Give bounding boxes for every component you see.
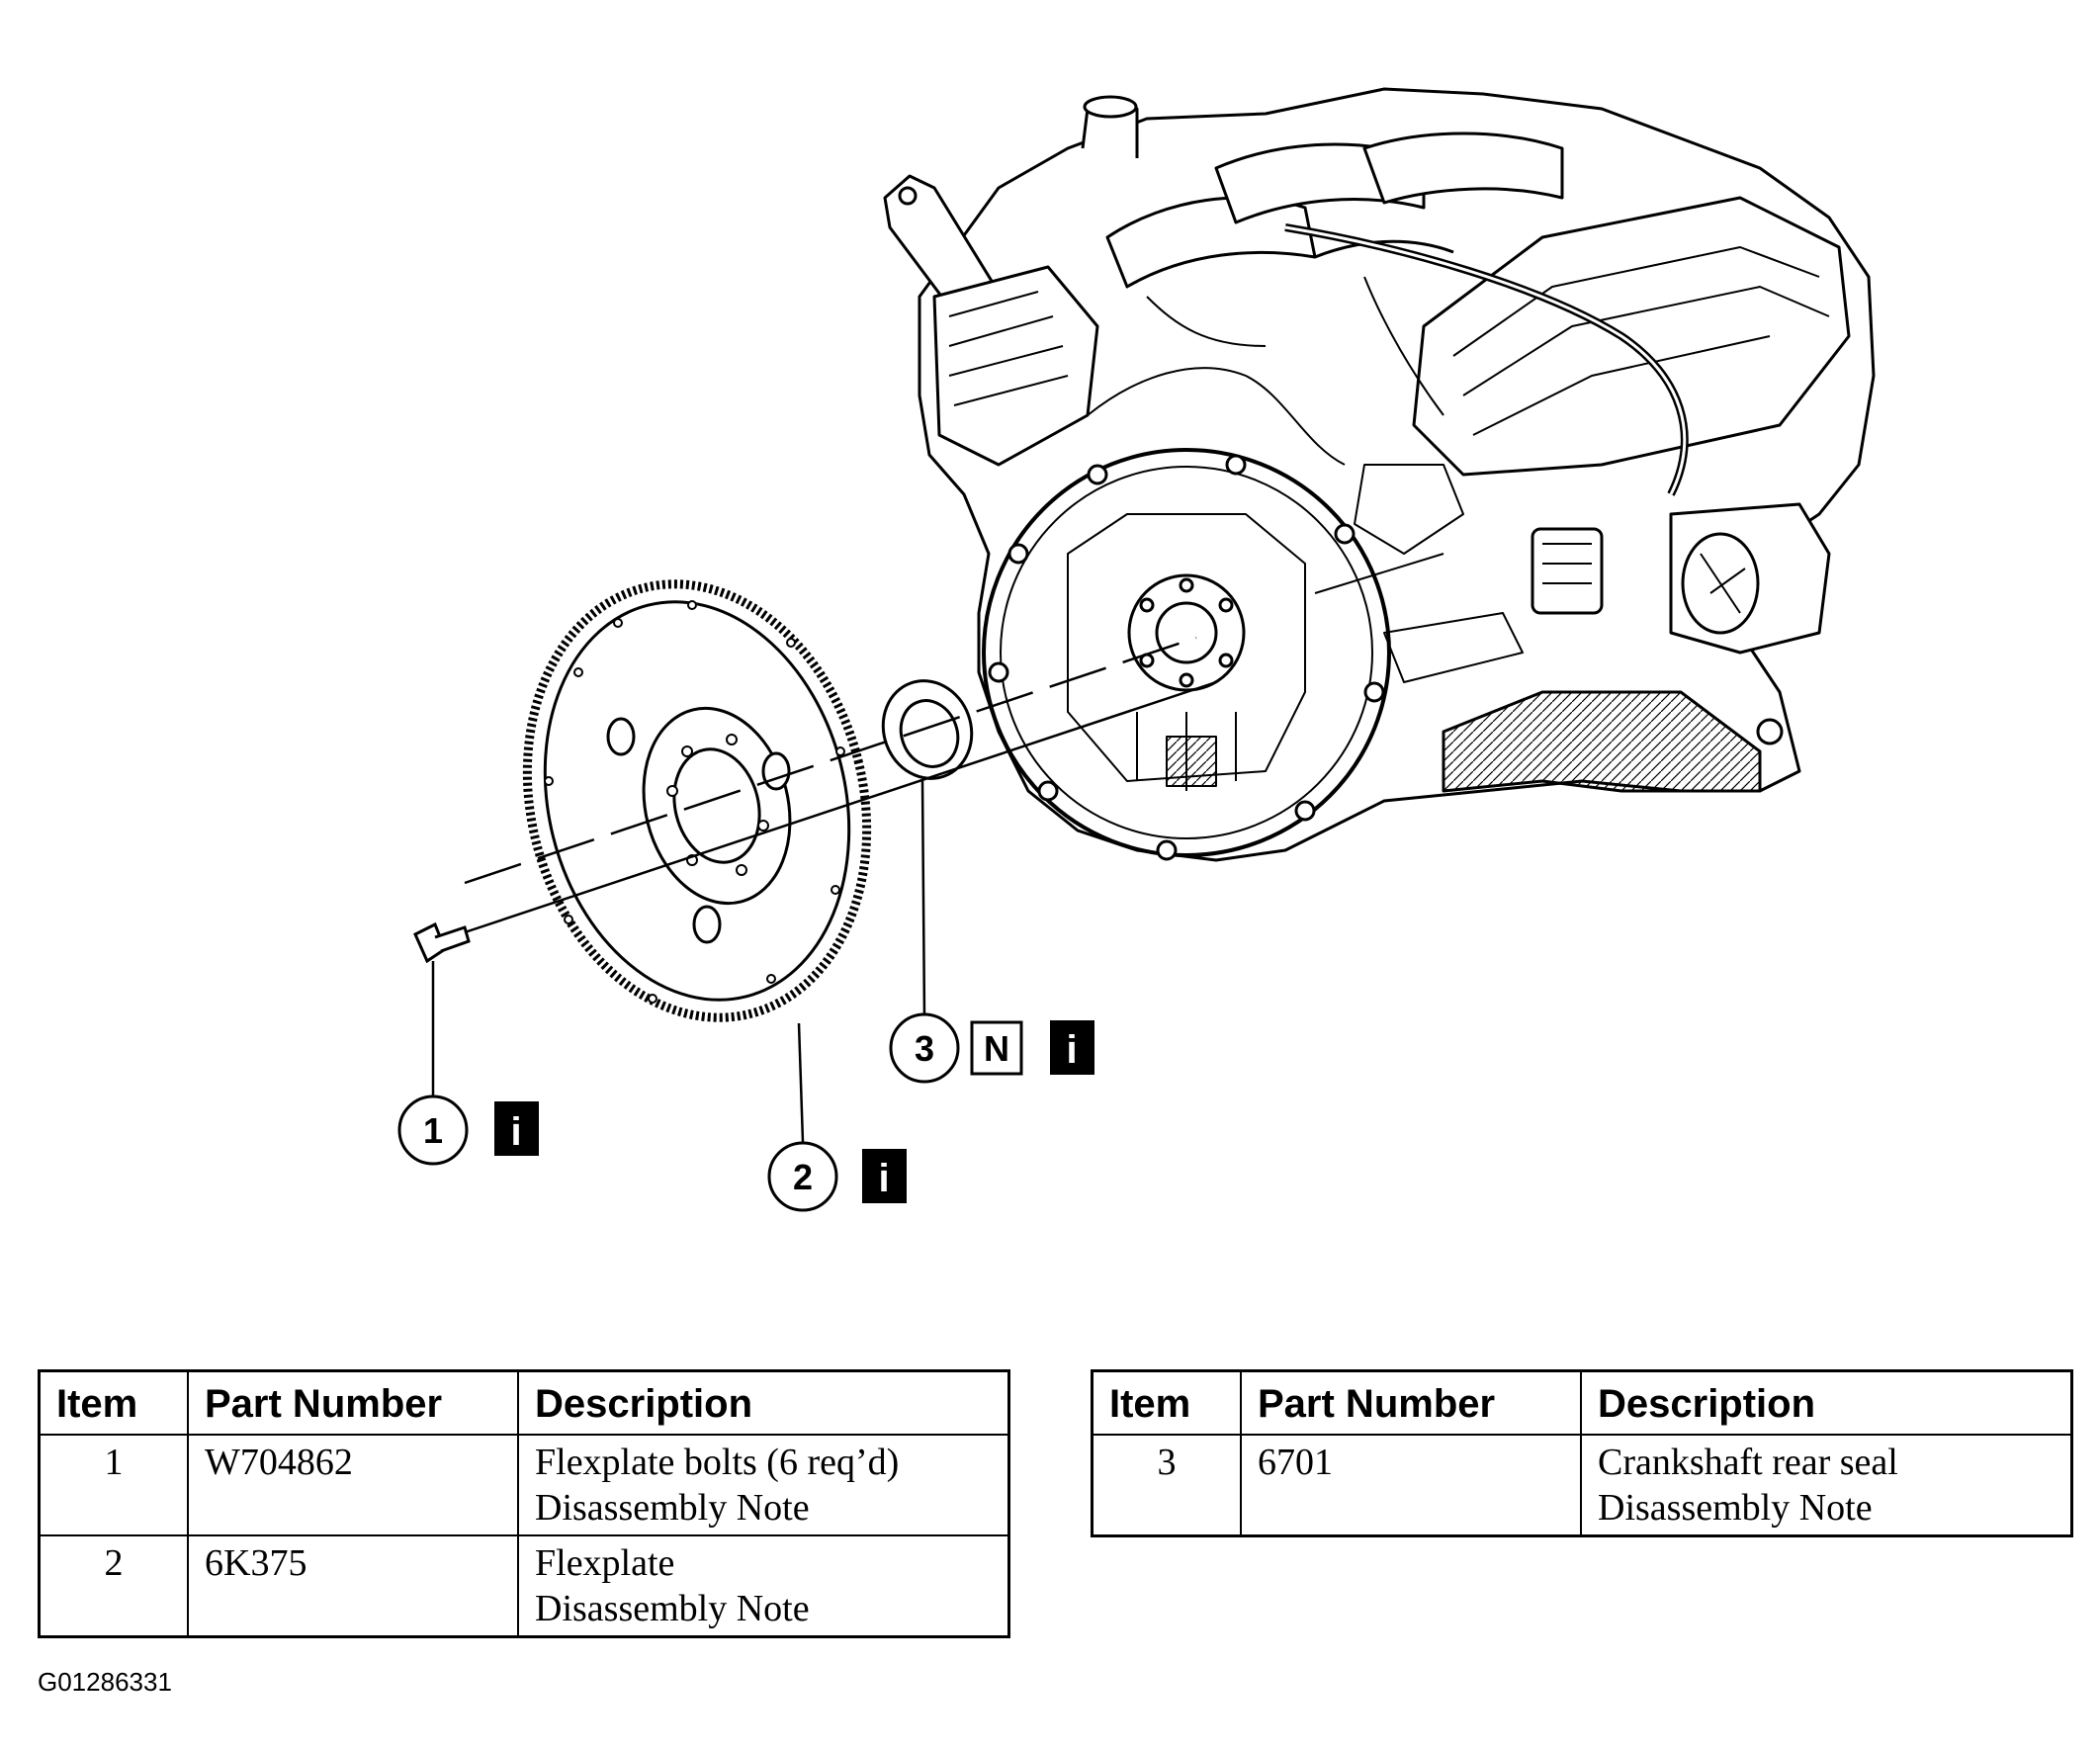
table-row: 2 6K375 Flexplate Disassembly Note: [38, 1534, 1010, 1638]
table-header-row: Item Part Number Description: [38, 1369, 1010, 1436]
description-line: Crankshaft rear seal: [1598, 1442, 1898, 1483]
rear-seal-illustration: [881, 679, 974, 780]
table-row: 1 W704862 Flexplate bolts (6 req’d) Disa…: [38, 1434, 1010, 1536]
callout-1: 1 i: [397, 1094, 539, 1166]
info-icon-label: i: [878, 1157, 889, 1200]
info-icon: [862, 1149, 907, 1203]
description-cell: Flexplate bolts (6 req’d) Disassembly No…: [517, 1434, 1010, 1536]
description-cell: Flexplate Disassembly Note: [517, 1534, 1010, 1638]
disassembly-note-link[interactable]: Disassembly Note: [1598, 1487, 1873, 1529]
table-header-row: Item Part Number Description: [1091, 1369, 2073, 1436]
disassembly-note-link[interactable]: Disassembly Note: [535, 1487, 810, 1529]
description-line: Flexplate bolts (6 req’d): [535, 1442, 900, 1483]
parts-table-left: Item Part Number Description 1 W704862 F…: [38, 1369, 1010, 1638]
item-cell: 3: [1091, 1434, 1242, 1537]
flexplate-illustration: [522, 579, 872, 1022]
callout-number: 3: [915, 1028, 934, 1069]
column-header-item: Item: [38, 1369, 189, 1436]
part-number-cell: 6K375: [187, 1534, 519, 1638]
info-icon: [1050, 1020, 1094, 1075]
column-header-part-number: Part Number: [187, 1369, 519, 1436]
column-header-part-number: Part Number: [1240, 1369, 1582, 1436]
description-cell: Crankshaft rear seal Disassembly Note: [1580, 1434, 2073, 1537]
part-number-cell: 6701: [1240, 1434, 1582, 1537]
column-header-description: Description: [1580, 1369, 2073, 1436]
item-cell: 2: [38, 1534, 189, 1638]
callout-3: 3 N i: [889, 1012, 1094, 1084]
leader-lines: [431, 780, 926, 1143]
alignment-lines: [464, 636, 1217, 934]
bolt-illustration: [413, 921, 471, 964]
info-icon-label: i: [1066, 1028, 1077, 1072]
info-icon: [494, 1101, 539, 1156]
disassembly-note-link[interactable]: Disassembly Note: [535, 1588, 810, 1629]
description-line: Flexplate: [535, 1542, 675, 1584]
figure-id: G01286331: [38, 1667, 172, 1697]
column-header-description: Description: [517, 1369, 1010, 1436]
new-part-icon: [970, 1020, 1023, 1076]
part-number-cell: W704862: [187, 1434, 519, 1536]
new-part-icon-label: N: [984, 1028, 1009, 1069]
parts-table-right: Item Part Number Description 3 6701 Cran…: [1091, 1369, 2073, 1537]
callout-number: 2: [793, 1157, 813, 1197]
info-icon-label: i: [510, 1110, 521, 1154]
table-row: 3 6701 Crankshaft rear seal Disassembly …: [1091, 1434, 2073, 1537]
callout-number: 1: [423, 1110, 443, 1151]
column-header-item: Item: [1091, 1369, 1242, 1436]
item-cell: 1: [38, 1434, 189, 1536]
callout-2: 2 i: [767, 1141, 907, 1212]
engine-illustration: [883, 87, 1876, 862]
